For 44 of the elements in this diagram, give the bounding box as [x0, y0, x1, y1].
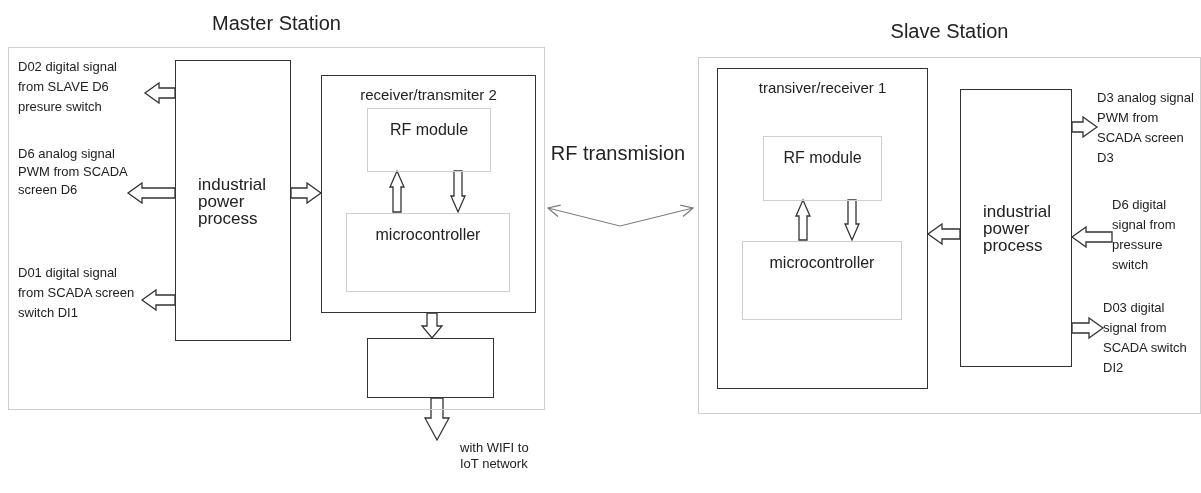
transmission-label: RF transmision	[549, 141, 687, 166]
block-arrow	[795, 198, 811, 241]
box-label: microcontroller	[374, 226, 482, 244]
block-arrow	[844, 199, 860, 242]
microcontroller-box	[742, 241, 902, 320]
module-box	[367, 338, 494, 398]
signal-text: with WIFI to IoT network	[459, 440, 530, 472]
block-arrow	[423, 397, 451, 442]
block-arrow	[450, 170, 466, 214]
station-panel	[698, 20, 1201, 414]
microcontroller-box	[346, 213, 510, 292]
box-label: RF module	[388, 121, 470, 139]
station-title: Slave Station	[889, 20, 1010, 43]
transceiver-box	[717, 68, 928, 389]
station-title: Master Station	[211, 12, 342, 35]
arrow	[547, 204, 694, 227]
block-arrow	[290, 181, 323, 205]
box-label: industrial power process	[983, 202, 1053, 254]
block-arrow	[140, 288, 176, 312]
signal-text: D3 analog signal PWM from SCADA screen D3	[1097, 89, 1195, 167]
box-label: RF module	[782, 149, 863, 167]
signal-text: D02 digital signal from SLAVE D6 presure switch	[18, 58, 118, 116]
box-label: transiver/receiver 1	[757, 79, 888, 96]
signal-text: D6 analog signal PWM from SCADA screen D6	[18, 145, 128, 199]
module-box	[763, 136, 882, 201]
process-box	[175, 60, 291, 341]
signal-text: D03 digital signal from SCADA switch DI2	[1103, 299, 1188, 377]
block-arrow	[1071, 115, 1099, 139]
signal-text: D6 digital signal from pressure switch	[1112, 196, 1177, 274]
block-arrow	[143, 81, 176, 105]
station-panel	[8, 12, 545, 410]
block-arrow	[1071, 316, 1105, 340]
block-arrow	[420, 312, 444, 339]
signal-text: D01 digital signal from SCADA screen switch DI1	[18, 264, 136, 322]
block-arrow	[389, 169, 405, 213]
block-arrow	[926, 222, 961, 246]
box-label: industrial power process	[198, 175, 268, 226]
module-box	[367, 108, 491, 172]
transceiver-box	[321, 75, 536, 313]
box-label: receiver/transmiter 2	[359, 86, 498, 103]
box-label: microcontroller	[768, 254, 876, 272]
block-arrow	[126, 181, 176, 205]
process-box	[960, 89, 1072, 367]
block-arrow	[1070, 225, 1113, 249]
